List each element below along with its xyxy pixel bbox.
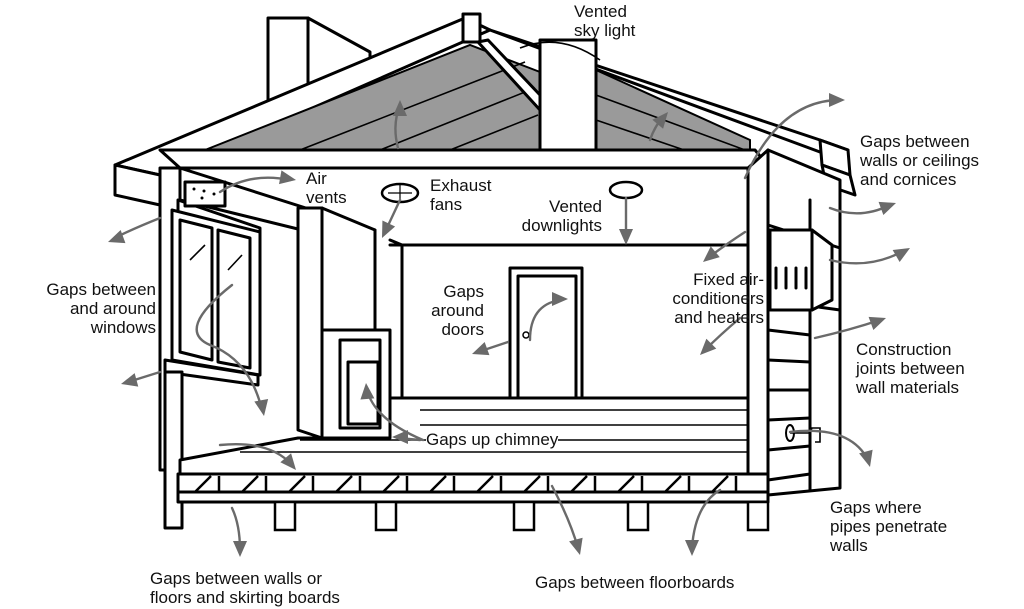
- vented-downlight: [608, 180, 644, 200]
- arrow-downlight-head: [619, 229, 633, 245]
- arrow-cornice-top-head: [829, 93, 845, 107]
- pier-set: [273, 500, 770, 532]
- floor-joists: [176, 472, 770, 504]
- joist: [570, 475, 588, 493]
- arrow-cornice-top-path: [743, 98, 842, 180]
- arrow-window-head: [254, 399, 269, 416]
- arrow-ac-outer-head: [892, 248, 910, 263]
- arrow-roof-head: [393, 100, 407, 116]
- arrow-exhaust-fan-head: [382, 220, 396, 238]
- arrow-pipe-head: [859, 449, 873, 467]
- air-conditioner-unit: [768, 228, 834, 312]
- arrow-ac-heater-head: [700, 338, 717, 355]
- window: [163, 208, 262, 530]
- joist: [523, 475, 541, 493]
- label-exhaust-fans: Exhaust fans: [430, 176, 492, 214]
- arrow-chimney-label-head: [392, 430, 408, 444]
- air-leak-arrows: [108, 93, 910, 557]
- pier: [746, 500, 770, 532]
- label-gaps-windows: Gaps between and around windows: [46, 280, 156, 337]
- label-gaps-walls-ceilings-cornices: Gaps between walls or ceilings and corni…: [860, 132, 980, 189]
- door: [508, 266, 584, 400]
- arrow-floorboards-right-head: [685, 540, 699, 556]
- ceiling-beam: [158, 148, 772, 170]
- fireplace: [296, 206, 392, 440]
- joist: [429, 475, 447, 493]
- arrow-cornice-side-head: [878, 201, 896, 216]
- sky-light-shaft: [519, 38, 601, 168]
- joist: [241, 475, 259, 493]
- arrow-ac-inner-head: [703, 246, 720, 262]
- joist: [664, 475, 682, 493]
- joist: [476, 475, 494, 493]
- label-gaps-pipes: Gaps where pipes penetrate walls: [830, 498, 948, 555]
- joist: [288, 475, 306, 493]
- arrow-construction-joint-head: [868, 316, 886, 331]
- label-gaps-doors: Gaps around doors: [431, 282, 484, 339]
- pier: [512, 500, 536, 532]
- joist: [194, 475, 212, 493]
- arrow-skirting-head: [233, 541, 247, 557]
- joist: [382, 475, 400, 493]
- arrow-floorboards-left-head: [569, 537, 583, 555]
- arrow-door-out-head: [472, 341, 490, 356]
- label-gaps-floorboards: Gaps between floorboards: [535, 573, 735, 592]
- arrow-window-path: [195, 283, 264, 412]
- arrow-left-eave-head: [108, 229, 126, 244]
- joist: [617, 475, 635, 493]
- arrow-chimney-head: [360, 383, 375, 400]
- arrow-skylight-side-head: [652, 112, 668, 129]
- pier: [626, 500, 650, 532]
- joist: [711, 475, 729, 493]
- label-gaps-skirting: Gaps between walls or floors and skirtin…: [150, 569, 340, 607]
- joist: [335, 475, 353, 493]
- arrow-air-vent-head: [279, 170, 296, 185]
- arrow-floor-left-head: [280, 453, 296, 470]
- label-construction-joints: Construction joints between wall materia…: [856, 340, 965, 397]
- arrow-window-sill-head: [121, 373, 139, 387]
- label-vented-downlights: Vented downlights: [521, 197, 602, 235]
- joist-set: [194, 475, 738, 493]
- label-fixed-ac-heaters: Fixed air- conditioners and heaters: [672, 270, 764, 327]
- label-gaps-chimney: Gaps up chimney: [426, 430, 559, 449]
- pier: [374, 500, 398, 532]
- exhaust-fan: [380, 182, 420, 204]
- back-wall: [388, 238, 750, 400]
- label-vented-sky-light: Vented sky light: [574, 2, 636, 40]
- pier: [273, 500, 297, 532]
- label-air-vents: Air vents: [306, 169, 347, 207]
- arrow-door-head: [552, 292, 568, 306]
- roof: [113, 12, 857, 207]
